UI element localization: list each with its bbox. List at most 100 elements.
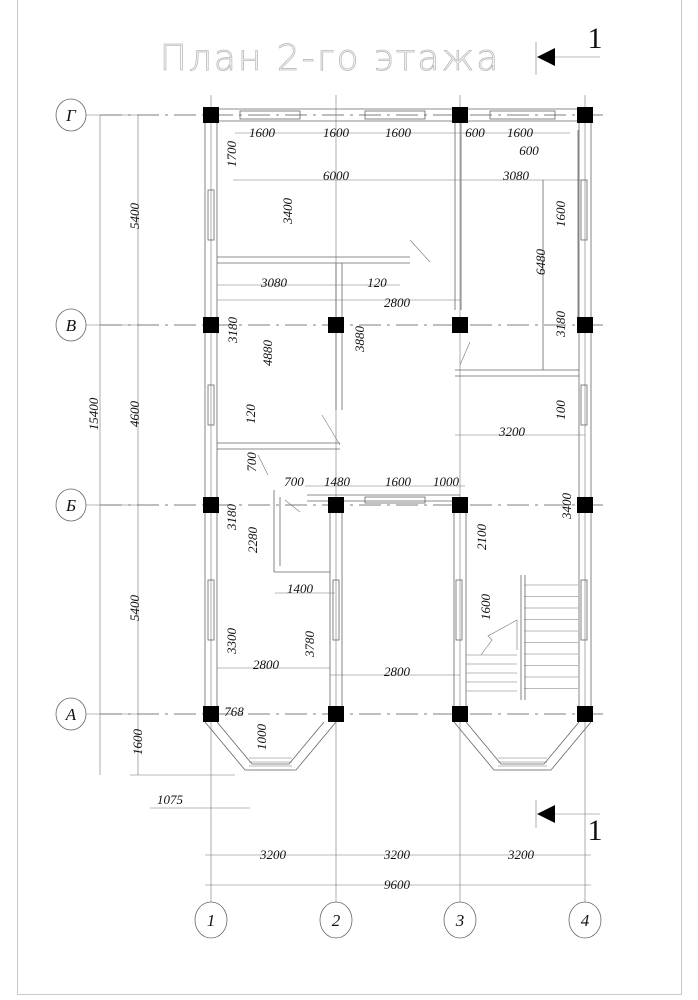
dimension-label: 1480	[324, 474, 351, 489]
dimension-label: 1600	[130, 729, 145, 756]
window	[207, 579, 215, 641]
dimension-label: 15400	[86, 397, 101, 430]
dimension-label: 120	[243, 404, 258, 424]
column	[577, 497, 593, 513]
column	[328, 497, 344, 513]
dimension-label: 1600	[323, 125, 350, 140]
drawing-frame	[17, 0, 682, 995]
window	[489, 110, 556, 120]
window	[580, 384, 588, 426]
window	[364, 110, 426, 120]
window	[580, 179, 588, 241]
dimension-label: 6480	[533, 249, 548, 276]
window	[455, 579, 463, 641]
dimension-label: 768	[224, 704, 244, 719]
column	[577, 706, 593, 722]
window	[332, 579, 340, 641]
dimension-label: 3780	[302, 631, 317, 659]
column	[577, 317, 593, 333]
dimension-label: 3400	[559, 493, 574, 521]
column	[203, 497, 219, 513]
column	[328, 317, 344, 333]
door-swing	[409, 239, 431, 263]
column	[203, 317, 219, 333]
dimension-label: 3300	[224, 628, 239, 656]
door-swing	[459, 341, 471, 366]
column	[203, 107, 219, 123]
dimension-label: 700	[284, 474, 304, 489]
dimension-label: 1000	[433, 474, 460, 489]
dimension-label: 2280	[245, 527, 260, 554]
column	[452, 107, 468, 123]
dimension-label: 3880	[352, 326, 367, 354]
column	[452, 317, 468, 333]
column	[452, 706, 468, 722]
dimension-label: 1600	[507, 125, 534, 140]
dimension-label: 100	[553, 400, 568, 420]
axis-label-row: Б	[65, 496, 76, 515]
axis-label-row: В	[66, 316, 77, 335]
axis-bubble-4	[568, 901, 602, 939]
dimension-label: 3200	[498, 424, 526, 439]
dimension-label: 3200	[259, 847, 287, 862]
dimension-label: 3180	[225, 317, 240, 345]
axis-label-col: 4	[581, 911, 590, 930]
axis-label-col: 2	[332, 911, 341, 930]
dimension-label: 1000	[254, 724, 269, 751]
dimension-label: 2100	[474, 524, 489, 551]
axis-bubble-3	[443, 901, 477, 939]
dimension-label: 5400	[127, 595, 142, 622]
window	[364, 496, 426, 504]
column	[203, 706, 219, 722]
dimension-label: 1400	[287, 581, 314, 596]
dimension-label: 5400	[127, 203, 142, 230]
dimension-label: 1600	[385, 474, 412, 489]
dimension-label: 3080	[502, 168, 530, 183]
window	[207, 384, 215, 426]
dimension-label: 120	[367, 275, 387, 290]
column	[452, 497, 468, 513]
dimension-label: 3180	[553, 311, 568, 339]
dimension-label: 600	[519, 143, 539, 158]
section-label-bottom: 1	[588, 814, 603, 847]
axis-label-row: Г	[65, 106, 77, 125]
axis-label-col: 3	[455, 911, 465, 930]
door-swing	[284, 499, 301, 513]
dimension-label: 700	[244, 452, 259, 472]
bay-window-outer	[453, 721, 592, 771]
door-swing	[257, 454, 269, 476]
plan-title: План 2-го этажа	[160, 38, 501, 79]
dimension-label: 2800	[384, 295, 411, 310]
column	[328, 706, 344, 722]
bay-window-inner	[465, 721, 580, 765]
axis-label-col: 1	[207, 911, 216, 930]
dimension-label: 3200	[507, 847, 535, 862]
section-marker-top: 1	[535, 22, 603, 75]
dimension-label: 1600	[249, 125, 276, 140]
section-arrow-icon	[537, 48, 555, 66]
axis-bubble-1	[194, 901, 228, 939]
section-label-top: 1	[588, 22, 603, 55]
window	[207, 189, 215, 241]
dimension-label: 600	[465, 125, 485, 140]
axis-bubble-2	[319, 901, 353, 939]
window	[239, 110, 301, 120]
dimension-label: 3180	[224, 504, 239, 532]
dimension-label: 4600	[127, 401, 142, 428]
window	[580, 579, 588, 641]
dimension-label: 9600	[384, 877, 411, 892]
dimension-label: 4880	[260, 340, 275, 367]
column	[577, 107, 593, 123]
dimension-label: 1600	[385, 125, 412, 140]
dimension-label: 1700	[224, 141, 239, 168]
dimension-label: 3200	[383, 847, 411, 862]
axis-label-row: А	[65, 705, 77, 724]
dimension-label: 2800	[384, 664, 411, 679]
dimension-label: 1600	[478, 594, 493, 621]
bay-window-outer	[204, 721, 337, 771]
bay-window-inner	[216, 721, 325, 765]
dimension-label: 1075	[157, 792, 184, 807]
stair-break-line	[480, 619, 518, 656]
section-marker-bottom: 1	[535, 800, 603, 847]
